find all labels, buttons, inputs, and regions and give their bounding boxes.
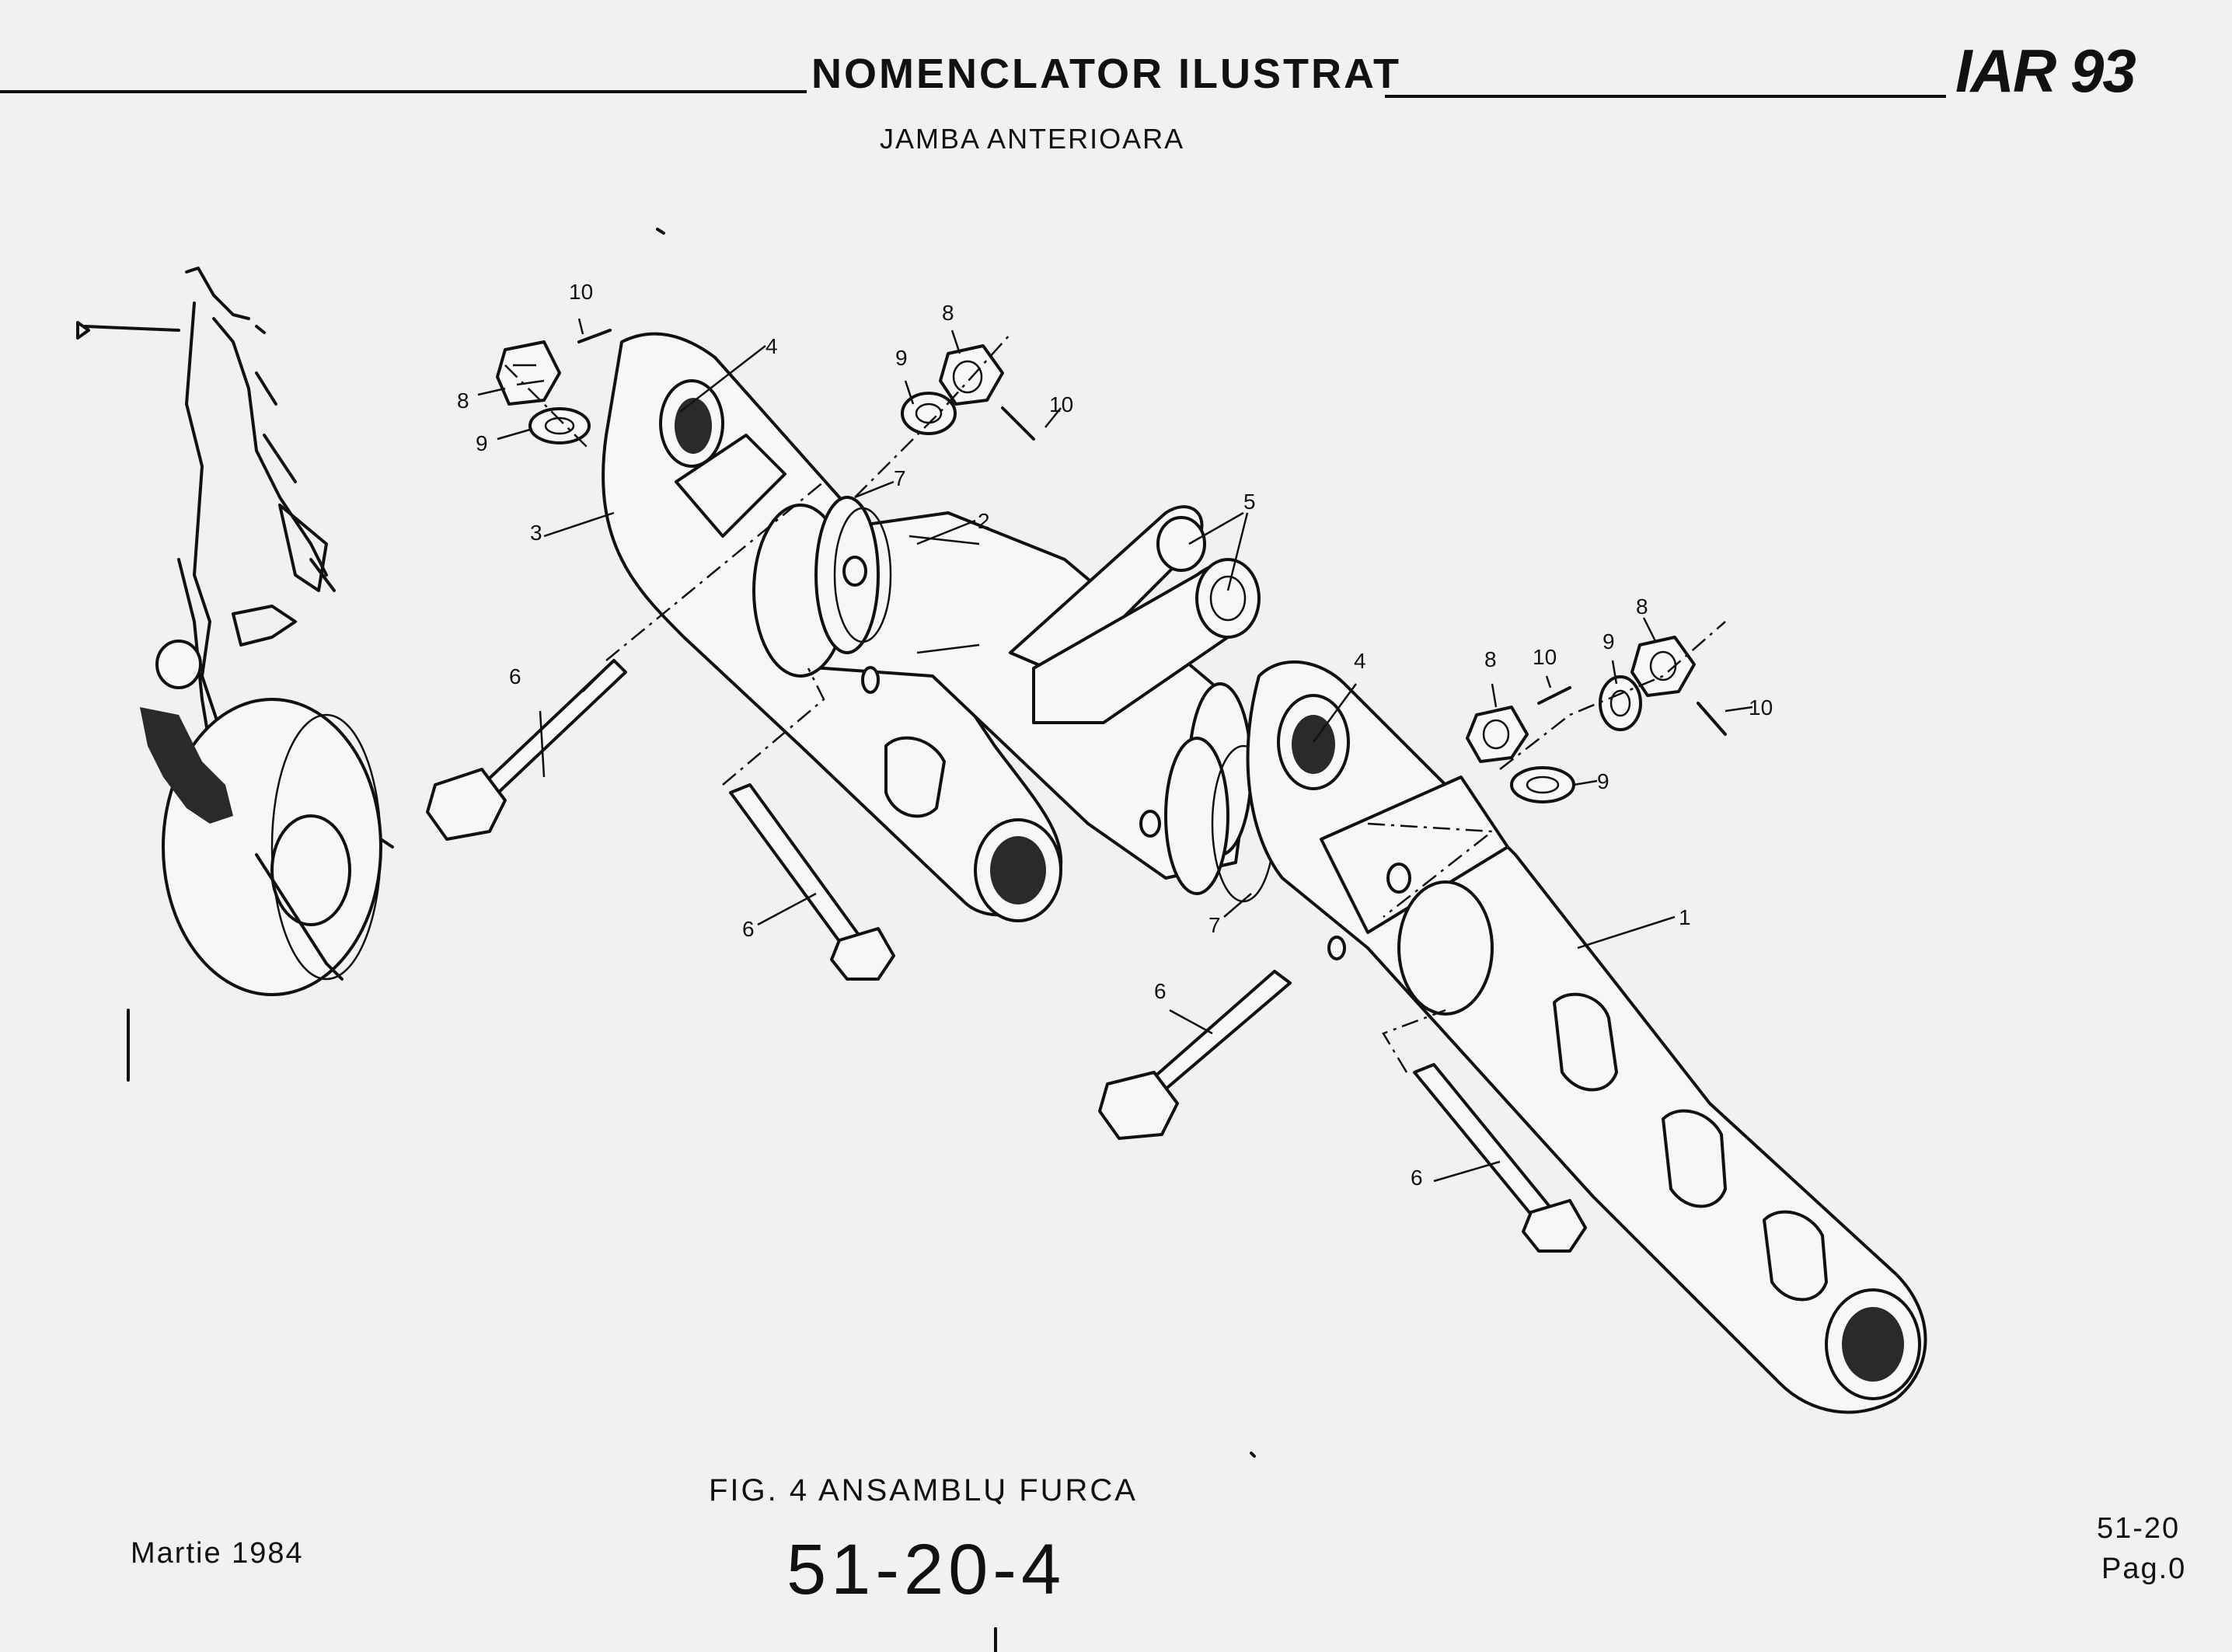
callout-9a: 9 — [476, 431, 488, 455]
clevis-bracket — [1009, 505, 1261, 724]
bolt-6d — [1413, 1063, 1587, 1253]
callout-9b: 9 — [895, 346, 908, 370]
callout-3: 3 — [530, 521, 542, 545]
cotter-pin-10b — [1001, 406, 1035, 441]
manufacturer-logo: IAR 93 — [1955, 37, 2136, 105]
page-reference: Pag.0 — [2101, 1553, 2187, 1585]
washer-9d — [1510, 766, 1575, 803]
washer-9c — [1599, 675, 1642, 731]
figure-caption: FIG. 4 ANSAMBLU FURCA — [709, 1473, 1138, 1507]
callout-7a: 7 — [894, 466, 906, 490]
callout-6c: 6 — [1154, 979, 1167, 1003]
page-title: NOMENCLATOR ILUSTRAT — [811, 51, 1401, 97]
leader-lines — [477, 318, 1753, 1183]
cotter-pin-10d — [1697, 702, 1727, 736]
bolt-6a — [426, 659, 627, 841]
callout-10d: 10 — [1749, 695, 1773, 720]
washer-9b — [901, 392, 957, 435]
nut-8d — [1630, 636, 1696, 697]
figure-number: 51-20-4 — [786, 1530, 1066, 1609]
callout-7b: 7 — [1208, 913, 1221, 937]
page-subtitle: JAMBA ANTERIOARA — [880, 123, 1185, 155]
center-lines — [504, 333, 1726, 1073]
callout-10b: 10 — [1049, 392, 1073, 416]
washer-9a — [528, 407, 591, 444]
callout-6a: 6 — [509, 664, 521, 688]
callout-2: 2 — [978, 509, 990, 533]
callout-8b: 8 — [942, 301, 954, 325]
bolt-6c — [1098, 970, 1292, 1140]
scan-marks — [656, 228, 1256, 1652]
callout-5: 5 — [1243, 490, 1256, 514]
callout-9d: 9 — [1597, 769, 1609, 793]
nut-8c — [1466, 706, 1529, 763]
nut-8b — [939, 344, 1004, 406]
header-rule-right — [1385, 95, 1946, 98]
bolt-6b — [729, 783, 895, 981]
fork-arm-lower — [1246, 660, 1927, 1414]
callout-4a: 4 — [766, 334, 778, 358]
part-callouts: 1 2 3 4 4 5 6 6 6 6 7 7 8 8 8 8 9 9 9 9 … — [457, 280, 1773, 1190]
landing-gear-overview — [76, 267, 394, 1082]
header-rule-left — [0, 90, 807, 93]
callout-6b: 6 — [742, 917, 755, 941]
callout-4b: 4 — [1354, 649, 1366, 673]
callout-8d: 8 — [1636, 594, 1648, 619]
nut-8a — [496, 340, 561, 406]
chapter-reference: 51-20 — [2097, 1512, 2181, 1545]
spindle-shaft — [752, 496, 1276, 903]
callout-10a: 10 — [569, 280, 593, 304]
callout-1: 1 — [1679, 905, 1691, 929]
callout-6d: 6 — [1411, 1166, 1423, 1190]
cotter-pin-10c — [1537, 686, 1571, 705]
cotter-pin-10a — [577, 329, 612, 343]
callout-8a: 8 — [457, 389, 469, 413]
callout-10c: 10 — [1533, 645, 1557, 669]
callout-8c: 8 — [1484, 647, 1497, 671]
issue-date: Martie 1984 — [131, 1537, 304, 1570]
callout-9c: 9 — [1603, 629, 1615, 653]
